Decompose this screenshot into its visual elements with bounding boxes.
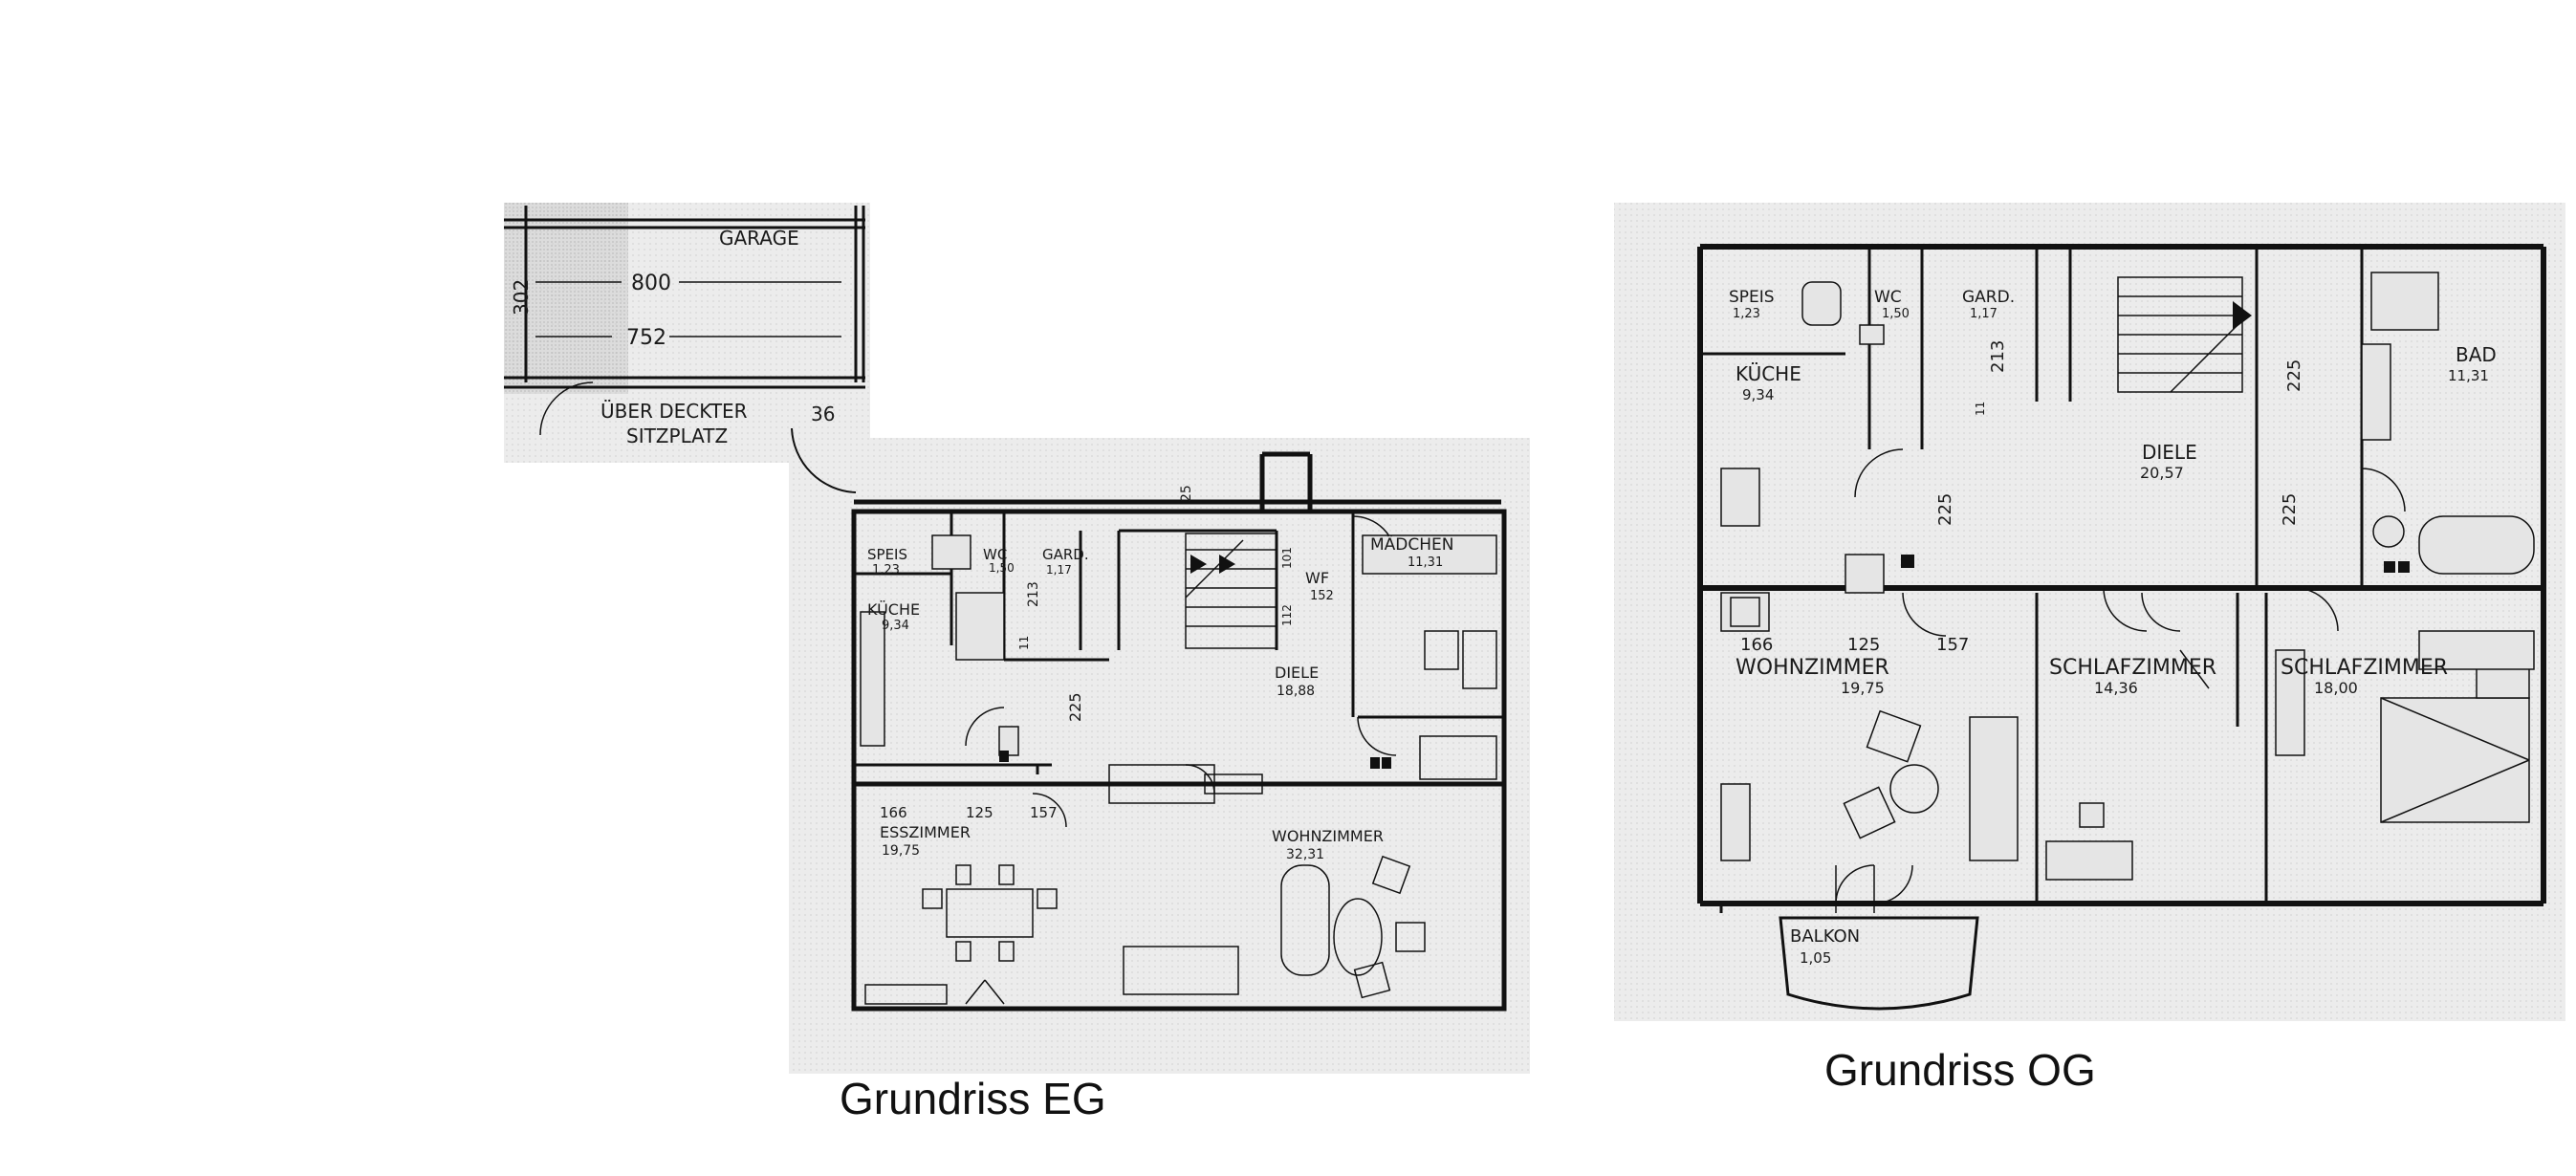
og-dim-11: 11 [1974, 402, 1987, 416]
og-paper [1614, 203, 2565, 1021]
eg-gard-label: GARD. [1042, 546, 1089, 563]
eg-diele-label: DIELE [1275, 664, 1319, 682]
eg-diele-area: 18,88 [1277, 684, 1315, 699]
eg-wohnzimmer-label: WOHNZIMMER [1272, 827, 1384, 845]
eg-wc-area: 1,50 [989, 561, 1015, 575]
og-gard-label: GARD. [1962, 288, 2015, 307]
og-dim-225-right: 225 [2280, 493, 2300, 526]
og-dim-125: 125 [1847, 635, 1880, 655]
eg-dim-166: 166 [880, 804, 907, 821]
og-diele-label: DIELE [2142, 441, 2197, 464]
og-speis-label: SPEIS [1729, 288, 1775, 307]
og-bad-label: BAD [2456, 343, 2497, 366]
eg-kueche-label: KÜCHE [867, 600, 920, 619]
og-diele-area: 20,57 [2140, 464, 2184, 482]
og-staircase [2117, 276, 2243, 393]
og-kueche-label: KÜCHE [1736, 362, 1801, 385]
og-gard-area: 1,17 [1970, 307, 1997, 321]
eg-speis-label: SPEIS [867, 546, 907, 563]
eg-walls [851, 451, 1507, 1012]
eg-kueche-area: 9,34 [882, 619, 909, 633]
garage-dim-752: 752 [626, 326, 666, 350]
eg-maedchen-label: MÄDCHEN [1370, 534, 1454, 555]
og-dim-157: 157 [1936, 635, 1969, 655]
covered-seat-label-1: ÜBER DECKTER [600, 400, 748, 423]
eg-dim-112: 112 [1280, 604, 1294, 626]
garage-plan: GARAGE 800 752 302 ÜBER DECKTER SITZPLAT… [504, 203, 870, 463]
og-speis-area: 1,23 [1733, 307, 1760, 321]
og-balcony [1779, 916, 1979, 1011]
og-fixtures [1720, 272, 2535, 881]
og-balkon-label: BALKON [1790, 926, 1860, 947]
eg-gard-area: 1,17 [1046, 563, 1072, 577]
eg-stair-arrow [1190, 555, 1207, 574]
garage-dim-36: 36 [811, 403, 835, 425]
og-stair-arrow [2233, 301, 2252, 330]
eg-dim-125: 125 [966, 804, 993, 821]
eg-maedchen-area: 11,31 [1408, 555, 1443, 570]
eg-wf-label: WF [1305, 569, 1329, 587]
eg-dim-101: 101 [1280, 547, 1294, 569]
eg-furniture [864, 630, 1497, 1005]
og-schlafzimmer-1-area: 14,36 [2094, 679, 2138, 697]
eg-esszimmer-area: 19,75 [882, 843, 920, 859]
upper-floor-plan: SPEIS 1,23 WC 1,50 GARD. 1,17 KÜCHE 9,34… [1614, 203, 2565, 1021]
garage-dim-800: 800 [631, 272, 671, 295]
og-wc-label: WC [1874, 288, 1902, 307]
eg-wf-dim: 152 [1310, 589, 1334, 603]
eg-esszimmer-label: ESSZIMMER [880, 823, 971, 841]
og-dim-225-bath: 225 [2284, 359, 2304, 392]
og-bad-area: 11,31 [2448, 367, 2489, 384]
eg-dim-157: 157 [1030, 804, 1058, 821]
eg-dim-11: 11 [1017, 636, 1031, 650]
og-wohnzimmer-label: WOHNZIMMER [1736, 656, 1889, 680]
og-kueche-area: 9,34 [1742, 386, 1774, 403]
og-wc-area: 1,50 [1882, 307, 1910, 321]
eg-entrance-door [791, 427, 857, 493]
og-schlafzimmer-2-area: 18,00 [2314, 679, 2358, 697]
og-balkon-area: 1,05 [1800, 949, 1831, 967]
og-walls [1697, 244, 2546, 906]
ground-floor-plan: SPEIS 1,23 WC 1,50 GARD. 1,17 KÜCHE 9,34… [789, 427, 1530, 1074]
eg-speis-area: 1,23 [872, 563, 900, 577]
eg-wohnzimmer-area: 32,31 [1286, 847, 1324, 862]
garage-dim-302: 302 [510, 279, 533, 316]
og-dim-225-left: 225 [1935, 493, 1955, 526]
eg-staircase [1185, 533, 1277, 649]
caption-upper-floor: Grundriss OG [1824, 1045, 2096, 1095]
og-schlafzimmer-2-label: SCHLAFZIMMER [2281, 656, 2448, 680]
eg-dim-213: 213 [1026, 581, 1041, 607]
eg-dim-225: 225 [1066, 692, 1084, 722]
og-schlafzimmer-1-label: SCHLAFZIMMER [2049, 656, 2216, 680]
og-wohnzimmer-area: 19,75 [1841, 679, 1885, 697]
eg-dim-25: 25 [1179, 485, 1194, 502]
og-dim-166: 166 [1740, 635, 1773, 655]
og-dim-213: 213 [1988, 340, 2008, 373]
garage-label: GARAGE [719, 227, 799, 250]
caption-ground-floor: Grundriss EG [840, 1074, 1106, 1123]
eg-wc-label: WC [983, 546, 1007, 563]
covered-seat-label-2: SITZPLATZ [626, 425, 728, 447]
eg-paper [789, 438, 1530, 1074]
